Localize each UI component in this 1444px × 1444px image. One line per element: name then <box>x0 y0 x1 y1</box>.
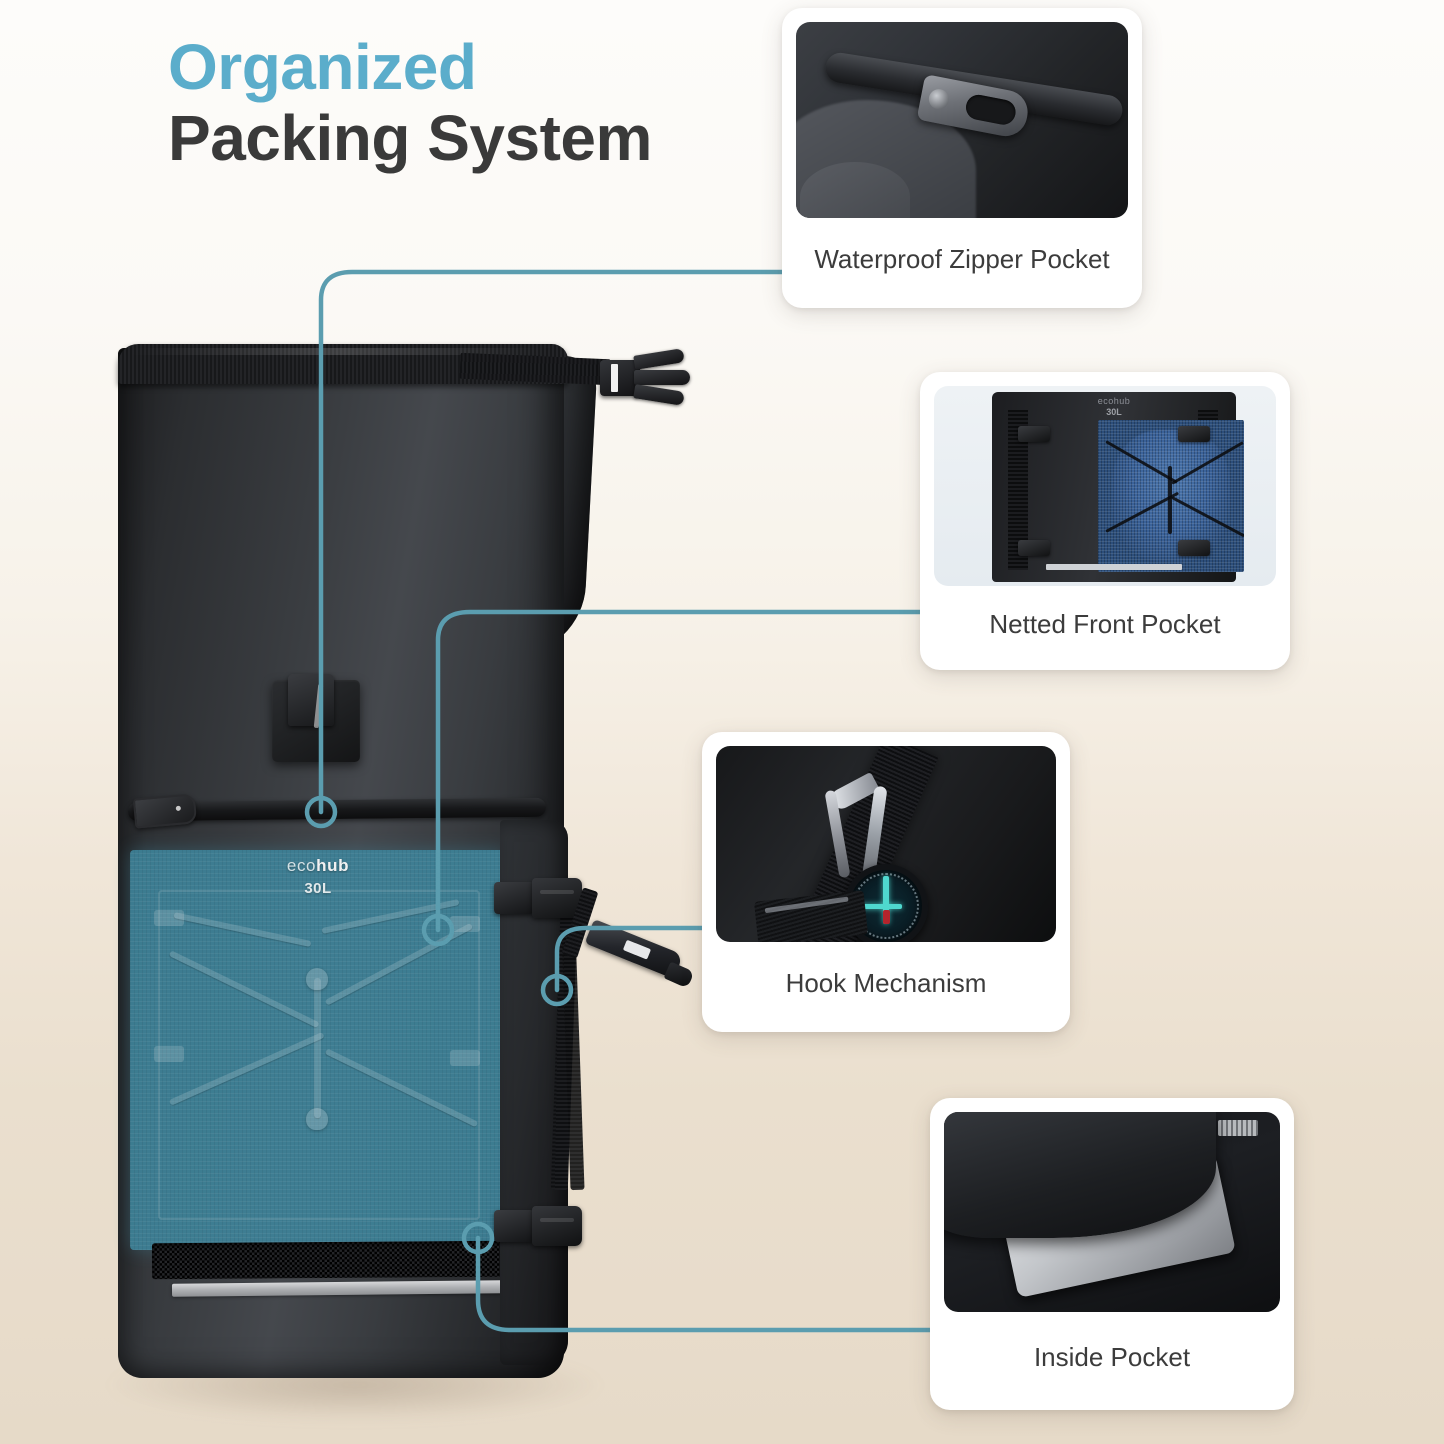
top-strap-buckle <box>600 348 692 406</box>
feature-card-waterproof-zipper[interactable]: Waterproof Zipper Pocket <box>782 8 1142 308</box>
buckle-prong-icon <box>634 370 690 385</box>
feature-card-netted-front-pocket[interactable]: ecohub 30L Netted Fr <box>920 372 1290 670</box>
fabric-blob <box>800 162 910 218</box>
waterproof-zipper-photo <box>796 22 1128 218</box>
compass-needle-north <box>882 910 890 924</box>
mini-buckle-icon <box>1018 540 1050 556</box>
side-buckle-lower <box>494 1206 582 1246</box>
cord-knot <box>306 968 328 990</box>
mini-mesh-pocket <box>1098 420 1244 572</box>
cord-knot <box>306 1108 328 1130</box>
feature-card-label: Waterproof Zipper Pocket <box>814 244 1110 275</box>
buckle-prong-icon <box>633 348 685 370</box>
brand-logo-bold: hub <box>316 856 350 875</box>
mini-brand-logo: ecohub <box>1097 396 1131 406</box>
buckle-female-icon <box>494 1210 534 1242</box>
feature-card-hook-mechanism[interactable]: Hook Mechanism <box>702 732 1070 1032</box>
page-title: Organized Packing System <box>168 34 788 176</box>
lower-mesh-band <box>151 1240 505 1280</box>
buckle-male-icon <box>532 1206 582 1246</box>
mini-backpack: ecohub 30L <box>992 392 1244 582</box>
cord-anchor-tab <box>154 1046 184 1062</box>
cord-anchor-tab <box>450 1050 480 1066</box>
hook-carabiner-compass-photo <box>716 746 1056 942</box>
mini-volume-label: 30L <box>1106 407 1122 417</box>
buckle-female-icon <box>494 882 534 914</box>
front-center-buckle <box>272 674 360 762</box>
feature-card-inside-pocket[interactable]: Inside Pocket <box>930 1098 1294 1410</box>
mini-side-strap <box>1008 410 1028 570</box>
buckle-prong-icon <box>633 384 685 406</box>
title-main-line: Packing System <box>168 101 652 174</box>
zipper-pull-icon <box>132 793 198 829</box>
care-label-tag <box>1218 1120 1258 1136</box>
feature-card-label: Inside Pocket <box>1033 1342 1191 1373</box>
mini-bungee-cord-vertical <box>1168 466 1172 534</box>
feature-card-label: Hook Mechanism <box>785 968 987 999</box>
feature-card-label: Netted Front Pocket <box>989 609 1221 640</box>
inside-pocket-laptop-photo <box>944 1112 1280 1312</box>
title-accent-line: Organized <box>168 31 477 103</box>
mini-reflective-strip <box>1046 564 1182 570</box>
netted-front-pocket-highlight: ecohub 30L <box>130 850 506 1250</box>
netted-front-pocket-photo: ecohub 30L <box>934 386 1276 586</box>
mini-buckle-icon <box>1178 426 1210 442</box>
velcro-patch <box>754 890 868 942</box>
volume-label: 30L <box>304 880 332 897</box>
mini-buckle-icon <box>1018 426 1050 442</box>
cord-anchor-tab <box>154 910 184 926</box>
backpack-product-image: ecohub 30L <box>0 330 700 1444</box>
bungee-cord-vertical <box>314 978 321 1118</box>
mini-buckle-icon <box>1178 540 1210 556</box>
cord-anchor-tab <box>450 916 480 932</box>
hook-carabiner <box>561 887 698 1008</box>
brand-logo: ecohub <box>130 856 506 876</box>
brand-logo-light: eco <box>286 856 317 875</box>
hook-tip-icon <box>663 961 695 989</box>
mesh-frame <box>158 890 480 1220</box>
